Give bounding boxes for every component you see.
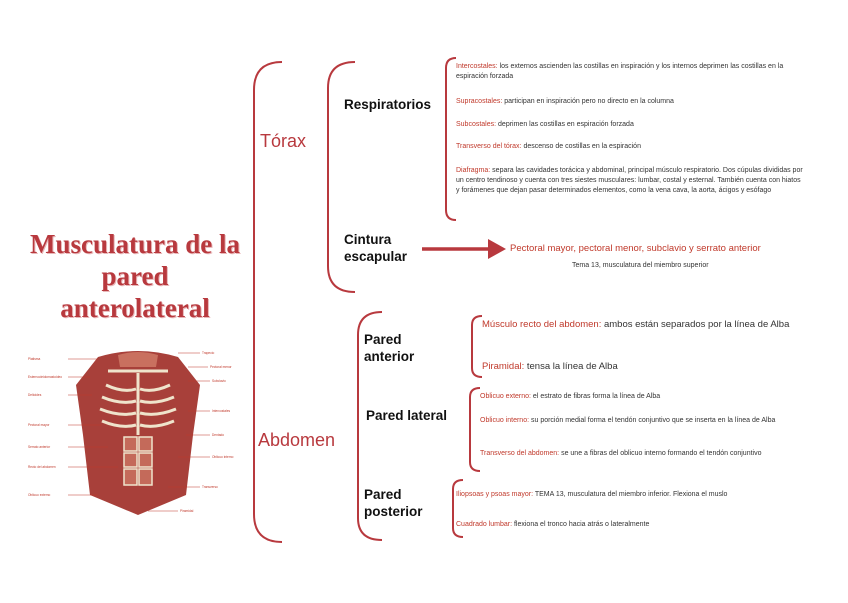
lateral-bracket — [470, 388, 480, 471]
label-respiratorios: Respiratorios — [344, 96, 431, 113]
cintura-arrow-head — [488, 239, 506, 259]
label-pared-posterior: Pared posterior — [364, 486, 423, 520]
label-pared-lateral: Pared lateral — [366, 407, 447, 424]
note-anterior-0: Músculo recto del abdomen: ambos están s… — [482, 318, 802, 331]
section-torax: Tórax — [260, 131, 306, 152]
note-lateral-1: Oblicuo interno: su porción medial forma… — [480, 416, 820, 426]
respiratorios-bracket — [446, 58, 456, 220]
note-anterior-1: Piramidal: tensa la línea de Alba — [482, 360, 802, 373]
label-pared-anterior: Pared anterior — [364, 331, 414, 365]
cintura-main: Pectoral mayor, pectoral menor, subclavi… — [510, 243, 761, 254]
anterior-bracket — [472, 316, 482, 377]
label-cintura: Cintura escapular — [344, 231, 407, 265]
cintura-sub: Tema 13, musculatura del miembro superio… — [572, 262, 709, 269]
note-lateral-2: Transverso del abdomen: se une a fibras … — [480, 449, 820, 459]
note-posterior-0: Iliopsoas y psoas mayor: TEMA 13, muscul… — [456, 490, 776, 500]
note-posterior-1: Cuadrado lumbar: flexiona el tronco haci… — [456, 520, 776, 530]
note-respiratorios-0: Intercostales: los externos ascienden la… — [456, 62, 786, 82]
note-respiratorios-1: Supracostales: participan en inspiración… — [456, 97, 786, 107]
note-respiratorios-2: Subcostales: deprimen las costillas en e… — [456, 120, 786, 130]
note-lateral-0: Oblicuo externo: el estrato de fibras fo… — [480, 392, 820, 402]
note-respiratorios-3: Transverso del tórax: descenso de costil… — [456, 142, 786, 152]
note-respiratorios-4: Diafragma: separa las cavidades torácica… — [456, 166, 804, 196]
section-abdomen: Abdomen — [258, 430, 335, 451]
